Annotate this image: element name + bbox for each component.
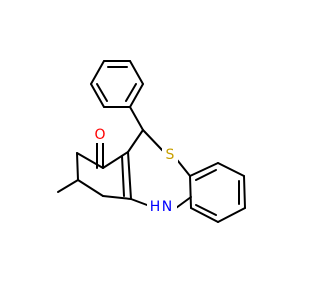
- oxygen-atom: O: [92, 125, 108, 143]
- structure-canvas: O S H N: [57, 60, 246, 223]
- oxygen-label: O: [94, 127, 105, 143]
- bond: [77, 179, 104, 197]
- double-bond-inner: [125, 83, 137, 102]
- bond: [189, 162, 219, 177]
- bond: [129, 60, 144, 85]
- sulfur-atom: S: [162, 145, 178, 163]
- sulfur-label: S: [166, 147, 175, 163]
- bond: [127, 129, 144, 153]
- bond: [102, 151, 129, 169]
- bond: [189, 175, 192, 209]
- phenyl-ring: [90, 60, 144, 108]
- double-bond-inner: [96, 83, 108, 102]
- methyl-bond: [57, 179, 79, 193]
- cyclohexenone-ring: [76, 151, 132, 200]
- bond: [90, 60, 105, 85]
- benzo-ring: [189, 162, 246, 223]
- bond: [76, 152, 79, 181]
- carbonyl-group: [96, 140, 104, 169]
- double-bond-inner: [195, 169, 217, 181]
- bond: [217, 162, 245, 177]
- double-bond-inner: [121, 155, 125, 197]
- bond: [175, 196, 192, 209]
- bond: [190, 207, 219, 223]
- bond: [76, 152, 104, 169]
- nitrogen-n-label: N: [162, 199, 172, 215]
- nitrogen-atom: H N: [147, 196, 177, 216]
- molecule-structure: O S H N: [57, 60, 246, 223]
- bond: [129, 83, 144, 108]
- bond: [127, 151, 132, 200]
- nitrogen-h-label: H: [150, 199, 161, 215]
- bond: [129, 106, 144, 131]
- double-bond-inner: [195, 204, 217, 216]
- bond: [90, 83, 105, 108]
- bond: [102, 195, 132, 200]
- bond: [243, 175, 246, 209]
- central-ring: [121, 129, 192, 209]
- bond: [217, 207, 246, 223]
- bond: [142, 129, 164, 152]
